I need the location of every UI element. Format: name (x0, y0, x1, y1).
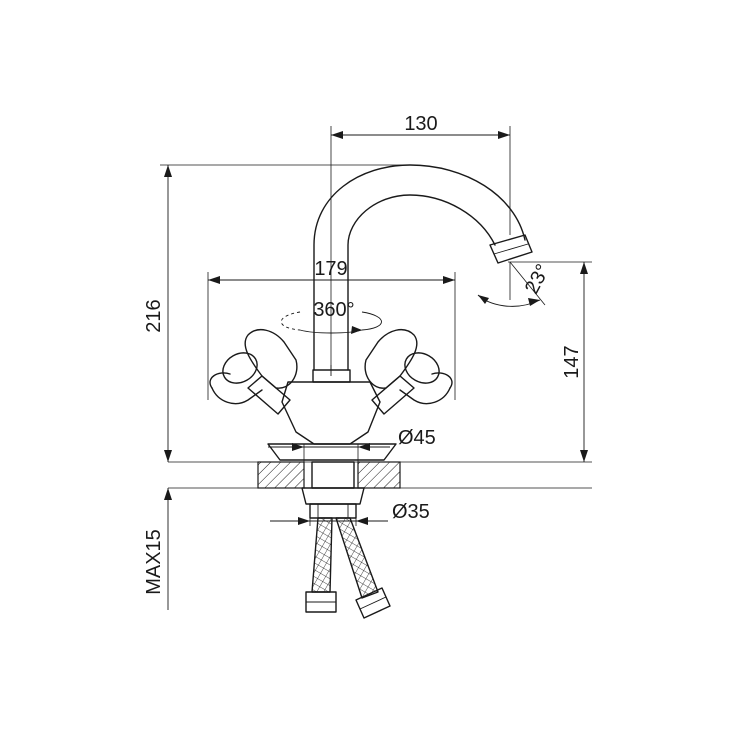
hose-right (335, 517, 379, 599)
dim-spout-height: 147 (508, 261, 592, 462)
dim-spout-reach: 130 (330, 113, 511, 370)
left-handle (244, 328, 298, 389)
dim-rotation: 360° (280, 299, 382, 334)
countertop-section-left (257, 461, 305, 489)
shank-sleeve (309, 503, 357, 519)
spout-aerator (489, 234, 533, 264)
dim-handle-span: 179 (207, 258, 456, 400)
dim-spout-angle: 23° (477, 261, 555, 307)
hose-left (311, 517, 333, 593)
spout-height-label: 147 (561, 345, 583, 378)
mounting-assembly (301, 461, 365, 519)
supply-hoses (305, 517, 391, 619)
dim-shank-diameter: Ø35 (270, 501, 430, 526)
handle-span-label: 179 (314, 258, 347, 280)
max-thickness-label: MAX15 (143, 529, 165, 595)
spout-reach-label: 130 (404, 113, 437, 135)
base-diameter-label: Ø45 (398, 427, 436, 449)
total-height-label: 216 (143, 299, 165, 332)
faucet-body (209, 164, 533, 461)
body-trunk (281, 381, 381, 445)
countertop (168, 461, 592, 489)
mounting-nut (301, 487, 365, 505)
countertop-section-right (357, 461, 401, 489)
center-column (312, 369, 351, 383)
right-handle (364, 328, 418, 389)
threaded-shank (311, 461, 355, 489)
right-handle-cap (404, 352, 440, 384)
spout-inner (347, 194, 496, 371)
dim-total-height: 216 (143, 164, 410, 462)
shank-diameter-label: Ø35 (392, 501, 430, 523)
dim-base-diameter: Ø45 (268, 427, 436, 462)
spout-angle-label: 23° (521, 261, 555, 298)
rotation-label: 360° (313, 299, 354, 321)
dim-max-thickness: MAX15 (143, 488, 172, 610)
base-flange (267, 443, 397, 461)
left-handle-cap (222, 352, 258, 384)
hose-right-fitting (355, 587, 391, 619)
